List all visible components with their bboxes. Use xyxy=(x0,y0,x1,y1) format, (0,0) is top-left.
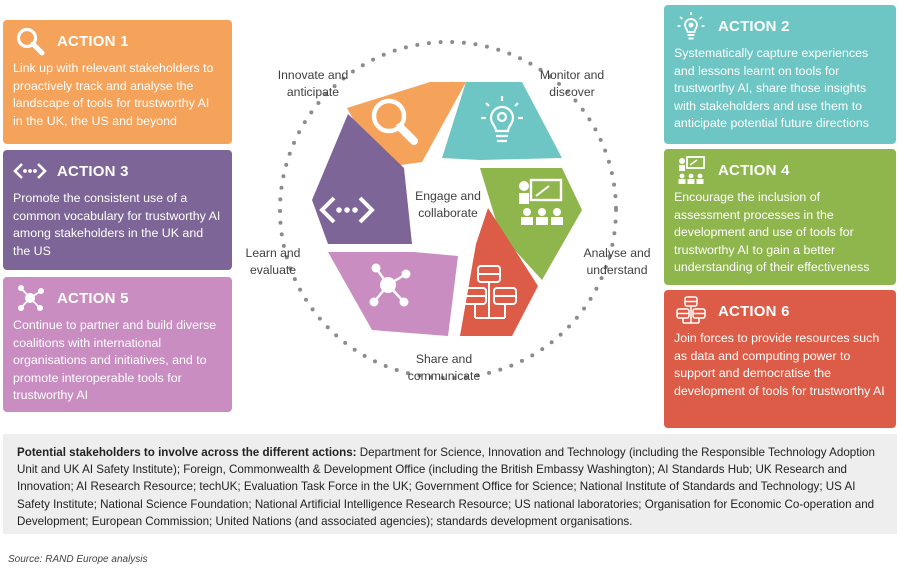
action-1-card: ACTION 1 Link up with relevant stakehold… xyxy=(3,20,232,144)
action-3-text: Promote the consistent use of a common v… xyxy=(13,191,221,258)
network-icon xyxy=(13,283,47,313)
label-learn: Learn and evaluate xyxy=(245,246,301,277)
presentation-icon xyxy=(674,155,708,185)
lightbulb-gear-icon xyxy=(481,96,523,143)
cycle-diagram xyxy=(278,40,618,380)
stakeholders-text: Department for Science, Innovation and T… xyxy=(17,446,875,528)
action-4-card: ACTION 4 Encourage the inclusion of asse… xyxy=(664,149,896,285)
action-2-card: ACTION 2 Systematically capture experien… xyxy=(664,5,896,144)
lightbulb-gear-icon xyxy=(674,11,708,41)
action-2-text: Systematically capture experiences and l… xyxy=(674,46,869,131)
action-6-card: ACTION 6 Join forces to provide resource… xyxy=(664,290,896,428)
action-3-title: ACTION 3 xyxy=(57,162,129,180)
magnifier-icon xyxy=(371,98,418,145)
action-5-card: ACTION 5 Continue to partner and build d… xyxy=(3,277,232,412)
dotted-circle xyxy=(278,40,618,380)
action-5-text: Continue to partner and build diverse co… xyxy=(13,318,217,403)
network-icon xyxy=(369,263,411,307)
code-arrows-icon xyxy=(13,156,47,186)
action-6-title: ACTION 6 xyxy=(718,302,790,320)
label-monitor: Monitor and discover xyxy=(539,68,605,99)
action-4-title: ACTION 4 xyxy=(718,161,790,179)
presentation-icon xyxy=(519,178,563,225)
magnifier-icon xyxy=(13,26,47,56)
label-analyse: Analyse and understand xyxy=(583,246,651,277)
source-note: Source: RAND Europe analysis xyxy=(8,554,148,565)
segment-action-5 xyxy=(328,252,458,336)
action-1-title: ACTION 1 xyxy=(57,32,129,50)
label-share: Share and communicate xyxy=(407,352,481,383)
label-innovate: Innovate and anticipate xyxy=(277,68,349,99)
label-engage: Engage and collaborate xyxy=(415,189,481,220)
action-5-title: ACTION 5 xyxy=(57,289,129,307)
code-arrows-icon xyxy=(319,196,375,224)
action-2-title: ACTION 2 xyxy=(718,17,790,35)
database-icon xyxy=(674,296,708,326)
stakeholders-box: Potential stakeholders to involve across… xyxy=(3,434,897,534)
action-4-text: Encourage the inclusion of assessment pr… xyxy=(674,190,870,275)
stakeholders-heading: Potential stakeholders to involve across… xyxy=(17,446,357,459)
action-6-text: Join forces to provide resources such as… xyxy=(674,331,885,398)
action-3-card: ACTION 3 Promote the consistent use of a… xyxy=(3,150,232,270)
database-icon xyxy=(463,265,517,319)
action-1-text: Link up with relevant stakeholders to pr… xyxy=(13,61,214,128)
